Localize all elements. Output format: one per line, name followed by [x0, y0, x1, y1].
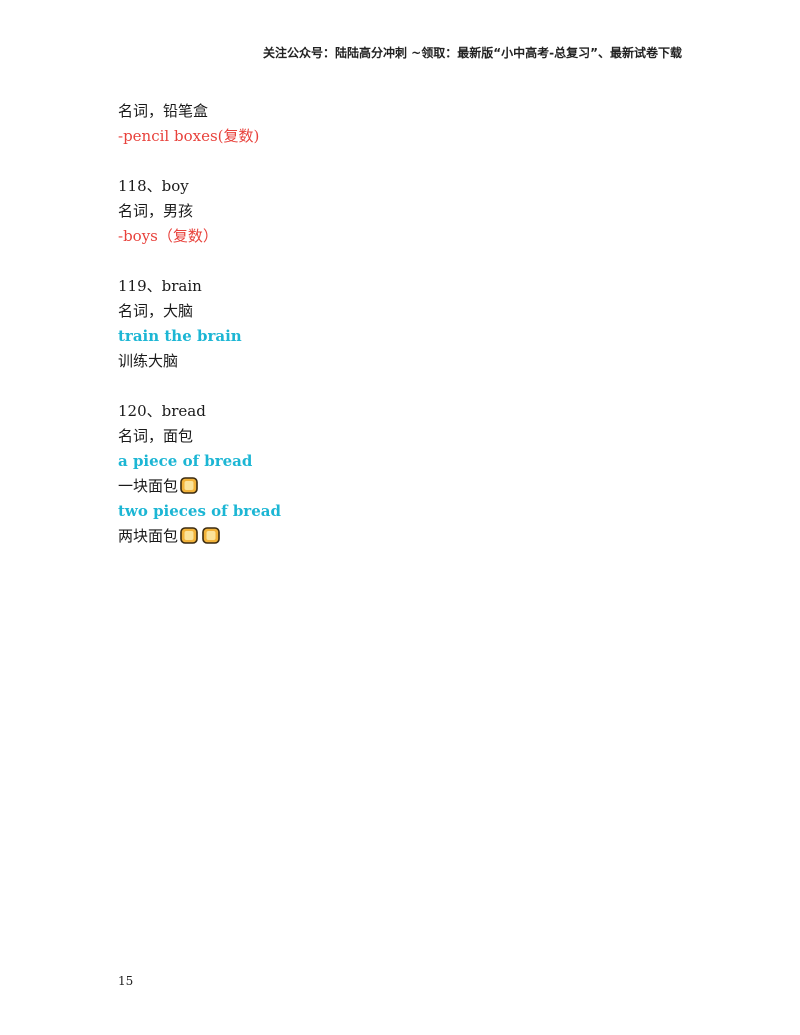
vocabulary-content: 名词，铅笔盒 -pencil boxes(复数) 118、boy 名词，男孩 -… [118, 99, 718, 549]
entry-117-meaning: 名词，铅笔盒 [118, 102, 209, 120]
entry-118-plural: -boys（复数） [118, 227, 218, 245]
entry-120-phrase-2: two pieces of bread [118, 502, 281, 520]
entry-120-meaning: 名词，面包 [118, 427, 194, 445]
entry-120-translation-2: 两块面包 [118, 527, 179, 545]
entry-120-translation-2-row: 两块面包 [118, 524, 718, 549]
page-number: 15 [118, 974, 134, 988]
entry-120-translation-1-row: 一块面包 [118, 474, 718, 499]
bread-icon [180, 527, 198, 552]
bread-icon [180, 477, 198, 502]
entry-119-translation: 训练大脑 [118, 352, 179, 370]
entry-118-meaning: 名词，男孩 [118, 202, 194, 220]
entry-119-phrase: train the brain [118, 327, 242, 345]
entry-118-word: 118、boy [118, 177, 189, 195]
page-header: 关注公众号：陆陆高分冲刺 ~领取：最新版“小中高考-总复习”、最新试卷下载 [263, 46, 682, 60]
bread-icon [202, 527, 220, 552]
entry-117-plural: -pencil boxes(复数) [118, 127, 260, 145]
entry-120-word: 120、bread [118, 402, 206, 420]
entry-119-word: 119、brain [118, 277, 202, 295]
entry-120-phrase-1: a piece of bread [118, 452, 253, 470]
entry-119-meaning: 名词，大脑 [118, 302, 194, 320]
entry-120-translation-1: 一块面包 [118, 477, 179, 495]
